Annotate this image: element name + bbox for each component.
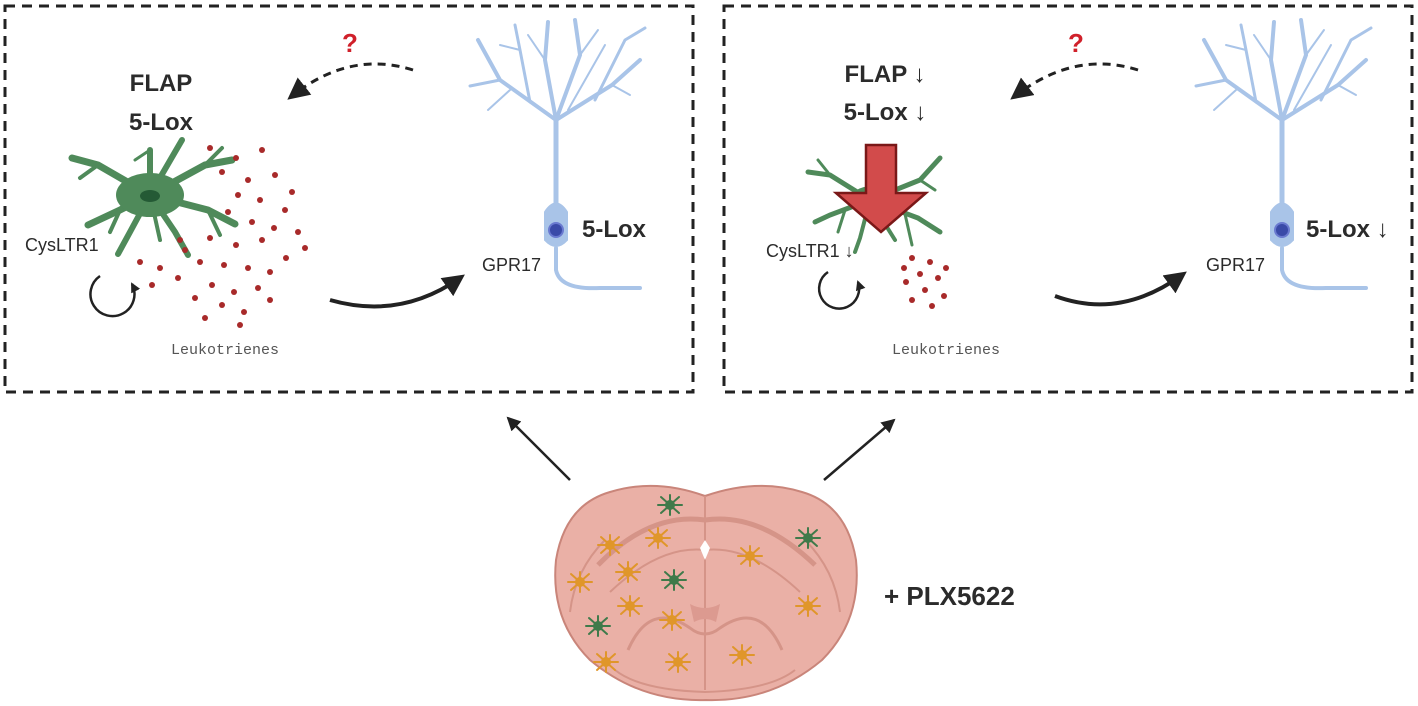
left-dashed-question-arrow bbox=[287, 62, 414, 100]
left-gpr17-label: GPR17 bbox=[482, 255, 541, 275]
right-solid-arrow bbox=[1054, 271, 1187, 307]
right-leukotrienes-label: Leukotrienes bbox=[892, 342, 1000, 359]
left-flap-label: FLAP bbox=[130, 70, 193, 97]
left-neuron-5lox-label: 5-Lox bbox=[582, 216, 647, 243]
brain-section-icon bbox=[554, 484, 858, 702]
brain-microglia-cells bbox=[567, 494, 821, 673]
brain-microglia-green bbox=[585, 494, 821, 637]
right-panel: ? FLAP ↓ 5-Lox ↓ CysLTR1 ↓ Leukotrienes bbox=[722, 4, 1414, 394]
arrow-to-right-panel bbox=[823, 418, 896, 481]
arrow-to-left-panel bbox=[506, 416, 571, 481]
left-leukotriene-dots bbox=[137, 145, 308, 328]
brain-microglia-orange bbox=[567, 527, 821, 673]
left-neuron-icon bbox=[468, 18, 647, 291]
left-cyslt-label: CysLTR1 bbox=[25, 235, 99, 255]
left-solid-arrow bbox=[329, 274, 465, 309]
left-question-mark: ? bbox=[342, 28, 358, 58]
right-autocrine-arrow bbox=[817, 270, 866, 310]
right-neuron-icon bbox=[1194, 18, 1373, 291]
right-flap-label: FLAP ↓ bbox=[845, 61, 926, 88]
left-autocrine-arrow bbox=[89, 274, 141, 318]
left-panel: ? FLAP 5-Lox bbox=[3, 4, 695, 394]
right-question-mark: ? bbox=[1068, 28, 1084, 58]
right-panel-border bbox=[722, 4, 1414, 394]
left-leukotrienes-label: Leukotrienes bbox=[171, 342, 279, 359]
right-leukotriene-dots bbox=[901, 255, 949, 309]
right-dashed-question-arrow bbox=[1010, 62, 1139, 100]
right-neuron-5lox-label: 5-Lox ↓ bbox=[1306, 216, 1389, 243]
treatment-label: + PLX5622 bbox=[884, 581, 1015, 611]
right-5lox-label: 5-Lox ↓ bbox=[844, 99, 927, 126]
left-5lox-label: 5-Lox bbox=[129, 109, 194, 136]
right-cyslt-label: CysLTR1 ↓ bbox=[766, 241, 854, 261]
right-gpr17-label: GPR17 bbox=[1206, 255, 1265, 275]
right-decrease-arrow-icon bbox=[832, 143, 930, 234]
left-panel-border bbox=[3, 4, 695, 394]
